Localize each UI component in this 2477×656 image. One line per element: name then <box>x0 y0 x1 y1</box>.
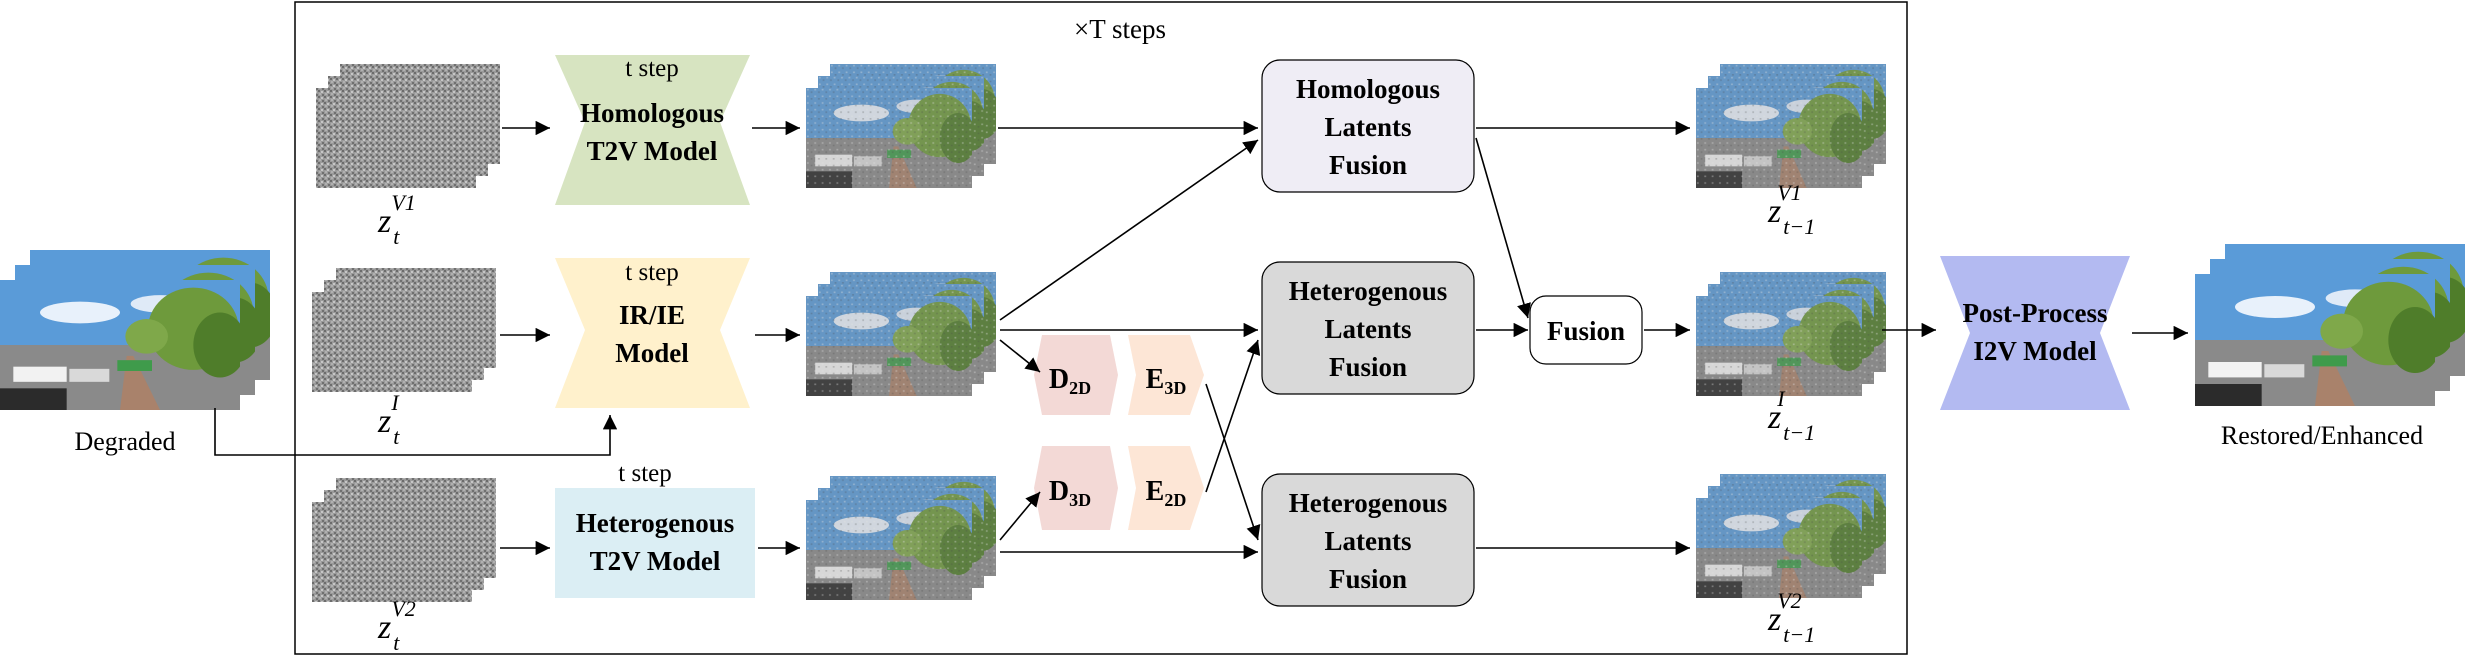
output-latent-top <box>1696 64 1891 188</box>
svg-text:Fusion: Fusion <box>1329 352 1407 382</box>
homologous-t2v-line2: T2V Model <box>587 136 718 166</box>
svg-text:Fusion: Fusion <box>1547 316 1625 346</box>
arrows <box>214 120 2188 560</box>
noise-latent-mid <box>312 268 496 392</box>
svg-text:Post-Process: Post-Process <box>1963 298 2108 328</box>
post-process-i2v-model: Post-Process I2V Model <box>1940 256 2130 410</box>
svg-text:I2V Model: I2V Model <box>1973 336 2097 366</box>
heterogenous-t2v-line1: Heterogenous <box>576 508 734 538</box>
degraded-video-stack <box>0 250 270 410</box>
d2d-decoder: D2D <box>1034 335 1118 415</box>
d3d-decoder: D3D <box>1034 446 1118 530</box>
loop-label: ×T steps <box>1074 14 1166 44</box>
e3d-encoder: E3D <box>1128 335 1204 415</box>
svg-text:Homologous: Homologous <box>1296 74 1440 104</box>
svg-text:D3D: D3D <box>1049 476 1091 510</box>
restored-video-stack <box>2195 244 2465 406</box>
intermediate-latent-bot <box>806 476 1001 600</box>
z-out-label-mid: zt−1I <box>1767 386 1815 445</box>
svg-text:Latents: Latents <box>1325 526 1412 556</box>
intermediate-latent-top <box>806 64 1001 188</box>
heterogenous-latents-fusion-mid: Heterogenous Latents Fusion <box>1261 261 1475 395</box>
svg-text:E3D: E3D <box>1146 364 1187 398</box>
z-label-top: ztV1 <box>377 190 416 249</box>
z-label-mid: ztI <box>377 390 400 449</box>
svg-text:E2D: E2D <box>1146 476 1187 510</box>
svg-text:Fusion: Fusion <box>1329 150 1407 180</box>
degraded-label: Degraded <box>74 427 175 456</box>
ir-ie-step: t step <box>625 259 678 286</box>
noise-latent-bot <box>312 478 496 602</box>
heterogenous-t2v-model: Heterogenous T2V Model <box>555 488 755 598</box>
z-label-bot: ztV2 <box>377 596 416 655</box>
svg-text:Heterogenous: Heterogenous <box>1289 488 1447 518</box>
heterogenous-t2v-line2: T2V Model <box>590 546 721 576</box>
final-fusion: Fusion <box>1529 295 1643 365</box>
ir-ie-model: t step IR/IE Model <box>555 258 750 408</box>
homologous-t2v-model: t step Homologous T2V Model <box>555 55 750 205</box>
svg-text:Latents: Latents <box>1325 314 1412 344</box>
homologous-latents-fusion: Homologous Latents Fusion <box>1261 59 1475 193</box>
intermediate-latent-mid <box>806 272 1001 396</box>
homologous-t2v-step: t step <box>625 55 678 82</box>
svg-text:Heterogenous: Heterogenous <box>1289 276 1447 306</box>
ir-ie-line2: Model <box>615 338 689 368</box>
homologous-t2v-line1: Homologous <box>580 98 724 128</box>
svg-text:Fusion: Fusion <box>1329 564 1407 594</box>
heterogenous-t2v-step: t step <box>618 460 671 487</box>
z-out-label-top: zt−1V1 <box>1767 180 1815 239</box>
ir-ie-line1: IR/IE <box>619 300 685 330</box>
heterogenous-latents-fusion-bot: Heterogenous Latents Fusion <box>1261 473 1475 607</box>
loop-frame <box>294 1 1908 655</box>
svg-text:D2D: D2D <box>1049 364 1091 398</box>
restored-label: Restored/Enhanced <box>2221 421 2423 450</box>
output-latent-mid <box>1696 272 1891 396</box>
output-latent-bot <box>1696 474 1891 598</box>
z-out-label-bot: zt−1V2 <box>1767 588 1815 647</box>
noise-latent-top <box>316 64 500 188</box>
svg-text:Latents: Latents <box>1325 112 1412 142</box>
e2d-encoder: E2D <box>1128 446 1204 530</box>
